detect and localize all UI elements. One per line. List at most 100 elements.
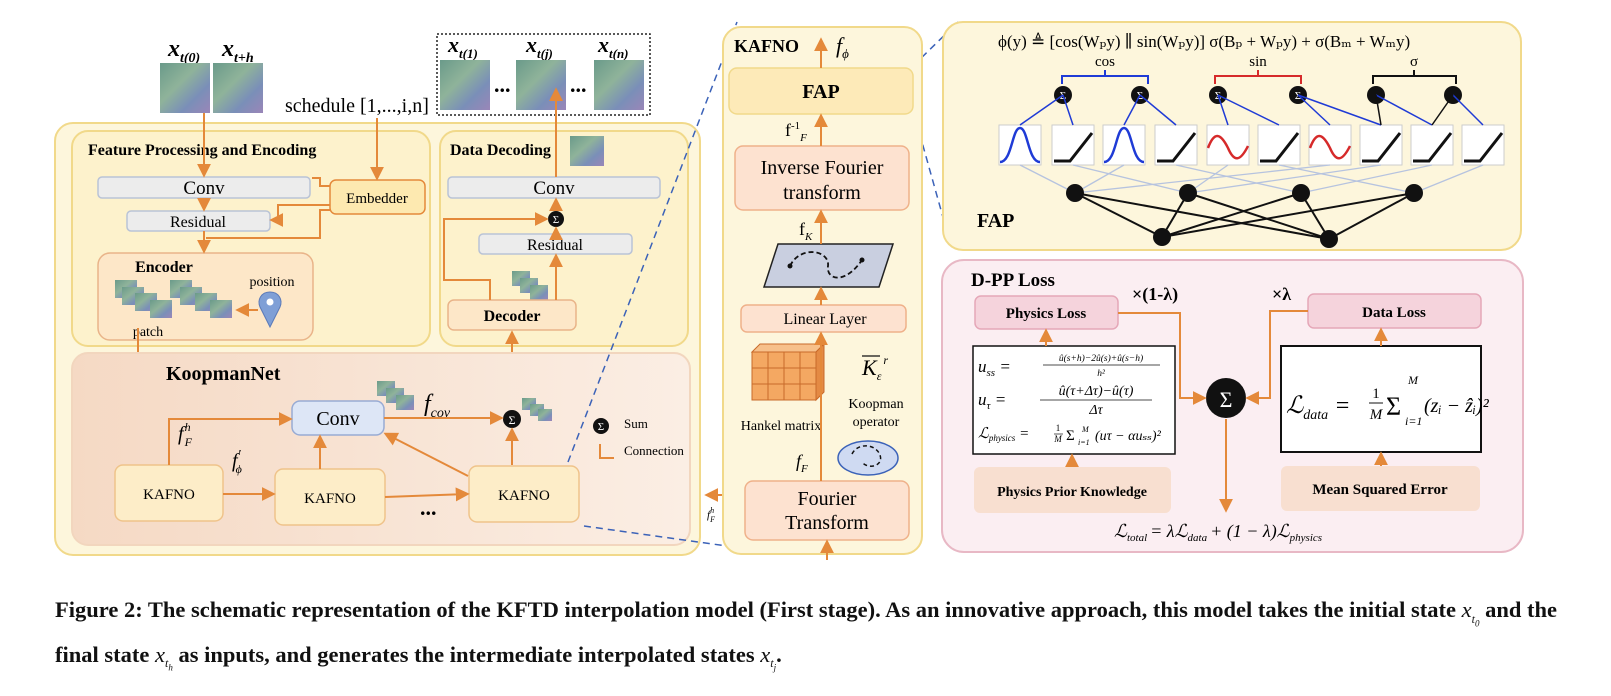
trajectory-curve <box>789 251 863 279</box>
svg-text:û(τ+Δτ)−û(τ): û(τ+Δτ)−û(τ) <box>1059 384 1134 399</box>
koopman-arrows <box>168 411 740 502</box>
fpe-residual-label: Residual <box>170 214 227 231</box>
koopman-operator-icon <box>837 440 899 476</box>
input-xh-image <box>213 63 263 113</box>
svg-text:M: M <box>1081 425 1090 434</box>
svg-text:Σ: Σ <box>1386 392 1401 421</box>
inv-f-label: f-1F <box>785 120 807 144</box>
decoder-label: Decoder <box>484 308 541 325</box>
weight-physics: ×(1-λ) <box>1132 284 1178 305</box>
legend-sum-label: Sum <box>624 416 648 431</box>
fap-panel-label: FAP <box>977 210 1014 232</box>
data-equation-box <box>1280 345 1482 453</box>
svg-text:M: M <box>1407 373 1419 387</box>
data-loss-label: Data Loss <box>1362 305 1426 321</box>
input-x0-label: xt(0) <box>167 36 200 66</box>
svg-text:h²: h² <box>1097 369 1105 379</box>
data-equation: ℒdata = 1 M Σ M i=1 (zᵢ − ẑᵢ)² <box>1286 373 1490 428</box>
fap-upper-edges <box>1019 94 1484 126</box>
encoder-patches <box>115 280 232 318</box>
fpe-title: Feature Processing and Encoding <box>88 142 316 159</box>
fap-activation-tiles <box>998 124 1505 166</box>
figure-caption: Figure 2: The schematic representation o… <box>55 597 1557 673</box>
input-x0-image <box>160 63 210 113</box>
svg-text:Δτ: Δτ <box>1088 403 1103 418</box>
svg-text:Σ: Σ <box>1220 387 1233 412</box>
koopman-title: KoopmanNet <box>166 363 281 385</box>
output-x1-image <box>440 60 490 110</box>
dpp-arrows <box>1039 310 1388 513</box>
hankel-matrix-icon <box>750 342 826 402</box>
svg-text:M: M <box>1053 434 1062 444</box>
svg-text:ℒdata =: ℒdata = <box>1286 393 1350 423</box>
kafno-block-3-label: KAFNO <box>498 488 550 504</box>
kafno-arrows <box>814 37 834 560</box>
output-xn-label: xt(n) <box>597 32 629 61</box>
fap-cos-label: cos <box>1095 54 1115 70</box>
outputs-box <box>436 33 651 116</box>
output-dots-2: ... <box>570 72 587 97</box>
decoding-sum-icon <box>548 211 564 227</box>
fap-equation: ϕ(y) ≜ [cos(Wₚy) ∥ sin(Wₚy)] σ(Bₚ + Wₚy)… <box>998 32 1410 51</box>
legend-connection-label: Connection <box>624 443 684 458</box>
hankel-label: Hankel matrix <box>741 419 821 434</box>
output-x1-label: xt(1) <box>447 32 478 61</box>
linear-layer-label: Linear Layer <box>783 311 867 328</box>
physics-prior-box <box>974 467 1171 513</box>
koopman-op-line1: Koopman <box>848 397 903 412</box>
fk-label: fK <box>799 219 813 243</box>
fourier-line2: Transform <box>785 512 869 534</box>
fap-hidden-nodes <box>1066 184 1423 248</box>
koopman-thumb <box>377 381 552 421</box>
svg-text:Σ: Σ <box>598 421 604 433</box>
svg-text:i=1: i=1 <box>1078 438 1090 447</box>
svg-text:(uτ − αuₛₛ)²: (uτ − αuₛₛ)² <box>1095 429 1162 444</box>
output-xn-image <box>594 60 644 110</box>
weight-data: ×λ <box>1272 284 1291 304</box>
encoder-label: Encoder <box>135 259 193 276</box>
output-xj-label: xt(j) <box>525 32 553 61</box>
svg-text:uτ =: uτ = <box>978 390 1006 412</box>
koopman-op-line2: operator <box>853 415 900 430</box>
fourier-line1: Fourier <box>798 488 857 510</box>
svg-text:i=1: i=1 <box>1405 414 1422 428</box>
legend-connection-icon <box>599 444 614 459</box>
decoder-thumb <box>512 271 548 300</box>
physics-equations: uss = û(s+h)−2û(s)+û(s−h) h² uτ = û(τ+Δτ… <box>978 353 1162 447</box>
total-loss-equation: ℒtotal= λℒdata+ (1 − λ)ℒphysics <box>1114 521 1322 544</box>
fap-output-edges <box>1074 192 1415 240</box>
kafno-block-2-label: KAFNO <box>304 491 356 507</box>
mse-box <box>1281 466 1480 511</box>
decoder-block <box>447 299 577 331</box>
kafno-block-1-label: KAFNO <box>143 487 195 503</box>
koopman-symbol: Kεr <box>861 353 888 383</box>
dpp-sum-icon <box>1206 378 1246 418</box>
f-phi-prime-label: f′ϕ <box>232 448 242 476</box>
decoding-thumb <box>570 136 604 166</box>
decoding-residual-label: Residual <box>527 237 584 254</box>
dpp-title: D-PP Loss <box>971 270 1055 291</box>
koopman-sum-icon <box>503 410 521 428</box>
svg-text:(zᵢ − ẑᵢ)²: (zᵢ − ẑᵢ)² <box>1424 395 1490 417</box>
ff-label: fF <box>796 451 808 475</box>
embedder-label: Embedder <box>346 191 408 207</box>
svg-text:uss =: uss = <box>978 357 1011 379</box>
patch-label: patch <box>133 325 163 340</box>
fap-sigma-label: σ <box>1410 54 1418 70</box>
mse-label: Mean Squared Error <box>1312 482 1448 498</box>
fpe-conv-label: Conv <box>183 178 225 199</box>
kafno-title: KAFNO <box>734 36 799 56</box>
fap-brackets <box>1061 70 1457 84</box>
svg-text:ℒphysics =: ℒphysics = <box>978 426 1029 443</box>
position-pin-icon <box>258 291 282 329</box>
input-xh-label: xt+h <box>221 36 254 66</box>
svg-text:1: 1 <box>1056 423 1061 433</box>
kafno-f-phi: fϕ <box>836 33 849 61</box>
physics-prior-label: Physics Prior Knowledge <box>997 485 1147 500</box>
output-dots-1: ... <box>494 72 511 97</box>
koopman-dots: ... <box>420 495 437 520</box>
svg-text:1: 1 <box>1372 386 1380 402</box>
